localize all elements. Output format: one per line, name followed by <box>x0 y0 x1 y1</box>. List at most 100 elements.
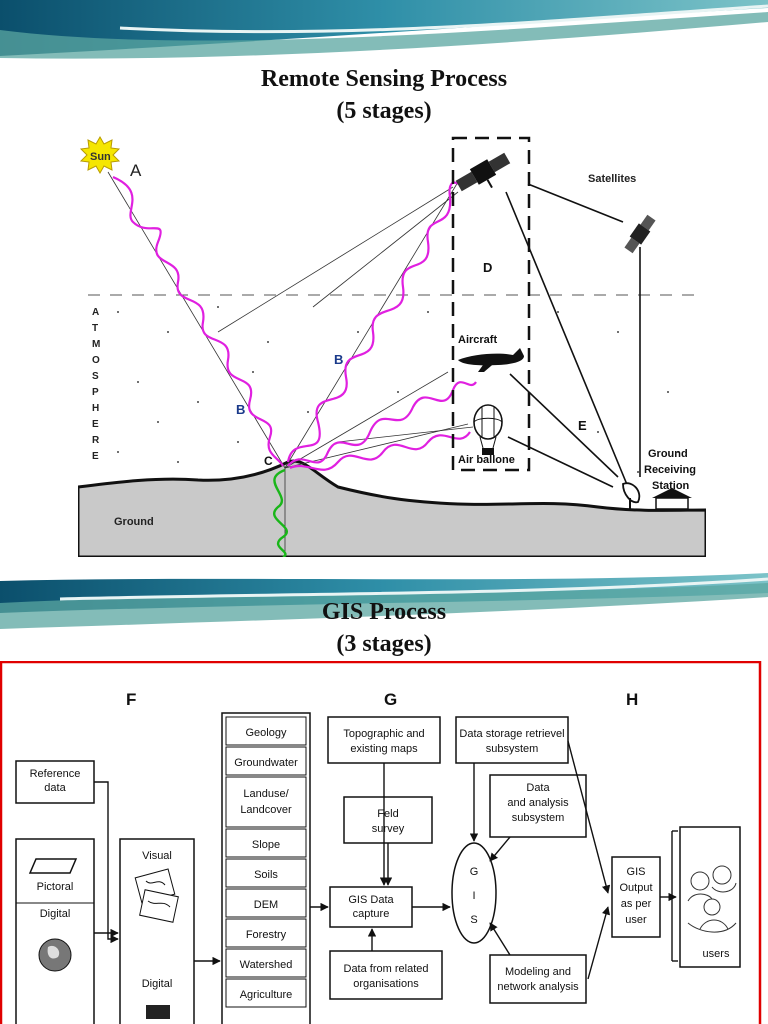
slide2-title-line1: GIS Process <box>321 599 447 625</box>
visual-label: Visual <box>142 850 172 862</box>
stage-f-label: F <box>126 690 136 709</box>
ray-lines <box>107 171 474 557</box>
satellites-label: Satellites <box>588 173 636 185</box>
layer-soils: Soils <box>254 869 278 881</box>
header-swoosh-banner <box>0 0 768 59</box>
output-line4: user <box>625 914 647 926</box>
topo-maps-box <box>327 716 441 764</box>
visual-digital-box <box>119 838 195 1024</box>
remote-sensing-diagram: Sun A B B C D Satellites <box>78 132 706 557</box>
modeling-line1: Modeling and <box>505 966 571 978</box>
layer-dem: DEM <box>254 899 278 911</box>
satellite-dish-icon <box>622 482 641 510</box>
platform-dashed-box <box>451 136 531 472</box>
svg-text:P: P <box>92 387 99 398</box>
analysis-subsystem-box <box>489 774 587 838</box>
gis-letter-i: I <box>472 890 475 902</box>
topo-maps-line2: existing maps <box>350 743 418 755</box>
field-survey-line1: Feld <box>377 808 398 820</box>
layer-forestry: Forestry <box>246 929 287 941</box>
modeling-line2: network analysis <box>497 981 579 993</box>
sun-label: Sun <box>90 151 111 163</box>
field-survey-box <box>343 796 433 844</box>
gis-letter-s: S <box>470 914 477 926</box>
stage-h-label: H <box>626 690 638 709</box>
gis-capture-line1: GIS Data <box>348 894 394 906</box>
label-b-right: B <box>334 352 343 367</box>
slide2-title: GIS Process (3 stages) <box>0 596 768 660</box>
svg-text:T: T <box>92 323 98 334</box>
analysis-line1: Data <box>526 782 550 794</box>
gis-letter-g: G <box>470 866 479 878</box>
svg-text:A: A <box>92 307 99 318</box>
station-building-icon <box>652 488 692 510</box>
aircraft-label: Aircraft <box>458 334 497 346</box>
storage-line2: subsystem <box>486 743 539 755</box>
output-line2: Output <box>619 882 652 894</box>
ground-label: Ground <box>114 516 154 528</box>
svg-text:S: S <box>92 371 99 382</box>
station-label-2: Receiving <box>644 464 696 476</box>
gis-process-diagram: F G H Reference <box>0 661 762 1024</box>
gis-output-box <box>611 856 661 938</box>
section-swoosh-banner <box>0 573 768 629</box>
layer-rows <box>225 716 307 1008</box>
gis-capture-box <box>329 886 413 928</box>
output-line3: as per <box>621 898 652 910</box>
users-illustration <box>687 865 737 933</box>
reference-data-line1: Reference <box>30 768 81 780</box>
topo-maps-line1: Topographic and <box>343 728 424 740</box>
output-bracket <box>671 830 678 962</box>
digital-left-label: Digital <box>40 908 71 920</box>
layer-landuse: Landuse/ <box>243 788 289 800</box>
label-e: E <box>578 418 587 433</box>
layer-groundwater: Groundwater <box>234 757 298 769</box>
related-orgs-line2: organisations <box>353 978 419 990</box>
label-d: D <box>483 260 492 275</box>
svg-text:M: M <box>92 339 100 350</box>
modeling-box <box>489 954 587 1004</box>
layer-landcover: Landcover <box>240 804 292 816</box>
layer-geology: Geology <box>246 727 287 739</box>
storage-subsystem-box <box>455 716 569 764</box>
svg-text:H: H <box>92 403 99 414</box>
svg-text:E: E <box>92 419 99 430</box>
reference-data-line2: data <box>44 782 66 794</box>
svg-text:R: R <box>92 435 100 446</box>
gis-core-ellipse <box>451 842 497 944</box>
storage-line1: Data storage retrievel <box>459 728 564 740</box>
users-label: users <box>703 948 730 960</box>
slide2-title-line2: (3 stages) <box>336 631 432 657</box>
label-c: C <box>264 454 273 468</box>
slide1-title-line2: (5 stages) <box>336 98 432 124</box>
analysis-line2: and analysis <box>507 797 569 809</box>
analysis-line3: subsystem <box>512 812 565 824</box>
em-wave-incident <box>112 175 284 467</box>
layer-slope: Slope <box>252 839 280 851</box>
map-sheet-icon <box>28 858 78 874</box>
em-wave-absorbed <box>273 468 288 557</box>
related-orgs-box <box>329 950 443 1000</box>
svg-text:O: O <box>92 355 100 366</box>
pictoral-label: Pictoral <box>37 881 74 893</box>
station-label-1: Ground <box>648 448 688 460</box>
air-balloon-icon <box>473 404 503 455</box>
downlink-lines <box>505 183 641 488</box>
maps-icon <box>134 868 179 923</box>
station-label-3: Station <box>652 480 690 492</box>
label-a: A <box>130 161 142 180</box>
atmosphere-vertical-label: A T M O S P H E R E <box>92 307 100 462</box>
air-ballone-label: Air ballone <box>458 454 515 466</box>
stage-g-label: G <box>384 690 397 709</box>
sun-icon <box>79 135 121 175</box>
satellite-icon <box>455 152 511 192</box>
slide1-title-line1: Remote Sensing Process <box>260 66 508 92</box>
label-b-left: B <box>236 402 245 417</box>
digital-mid-label: Digital <box>142 978 173 990</box>
aircraft-icon <box>458 348 524 372</box>
svg-text:E: E <box>92 451 99 462</box>
layer-agriculture: Agriculture <box>240 989 293 1001</box>
output-line1: GIS <box>627 866 646 878</box>
computer-icon <box>146 1005 170 1019</box>
related-orgs-line1: Data from related <box>344 963 429 975</box>
